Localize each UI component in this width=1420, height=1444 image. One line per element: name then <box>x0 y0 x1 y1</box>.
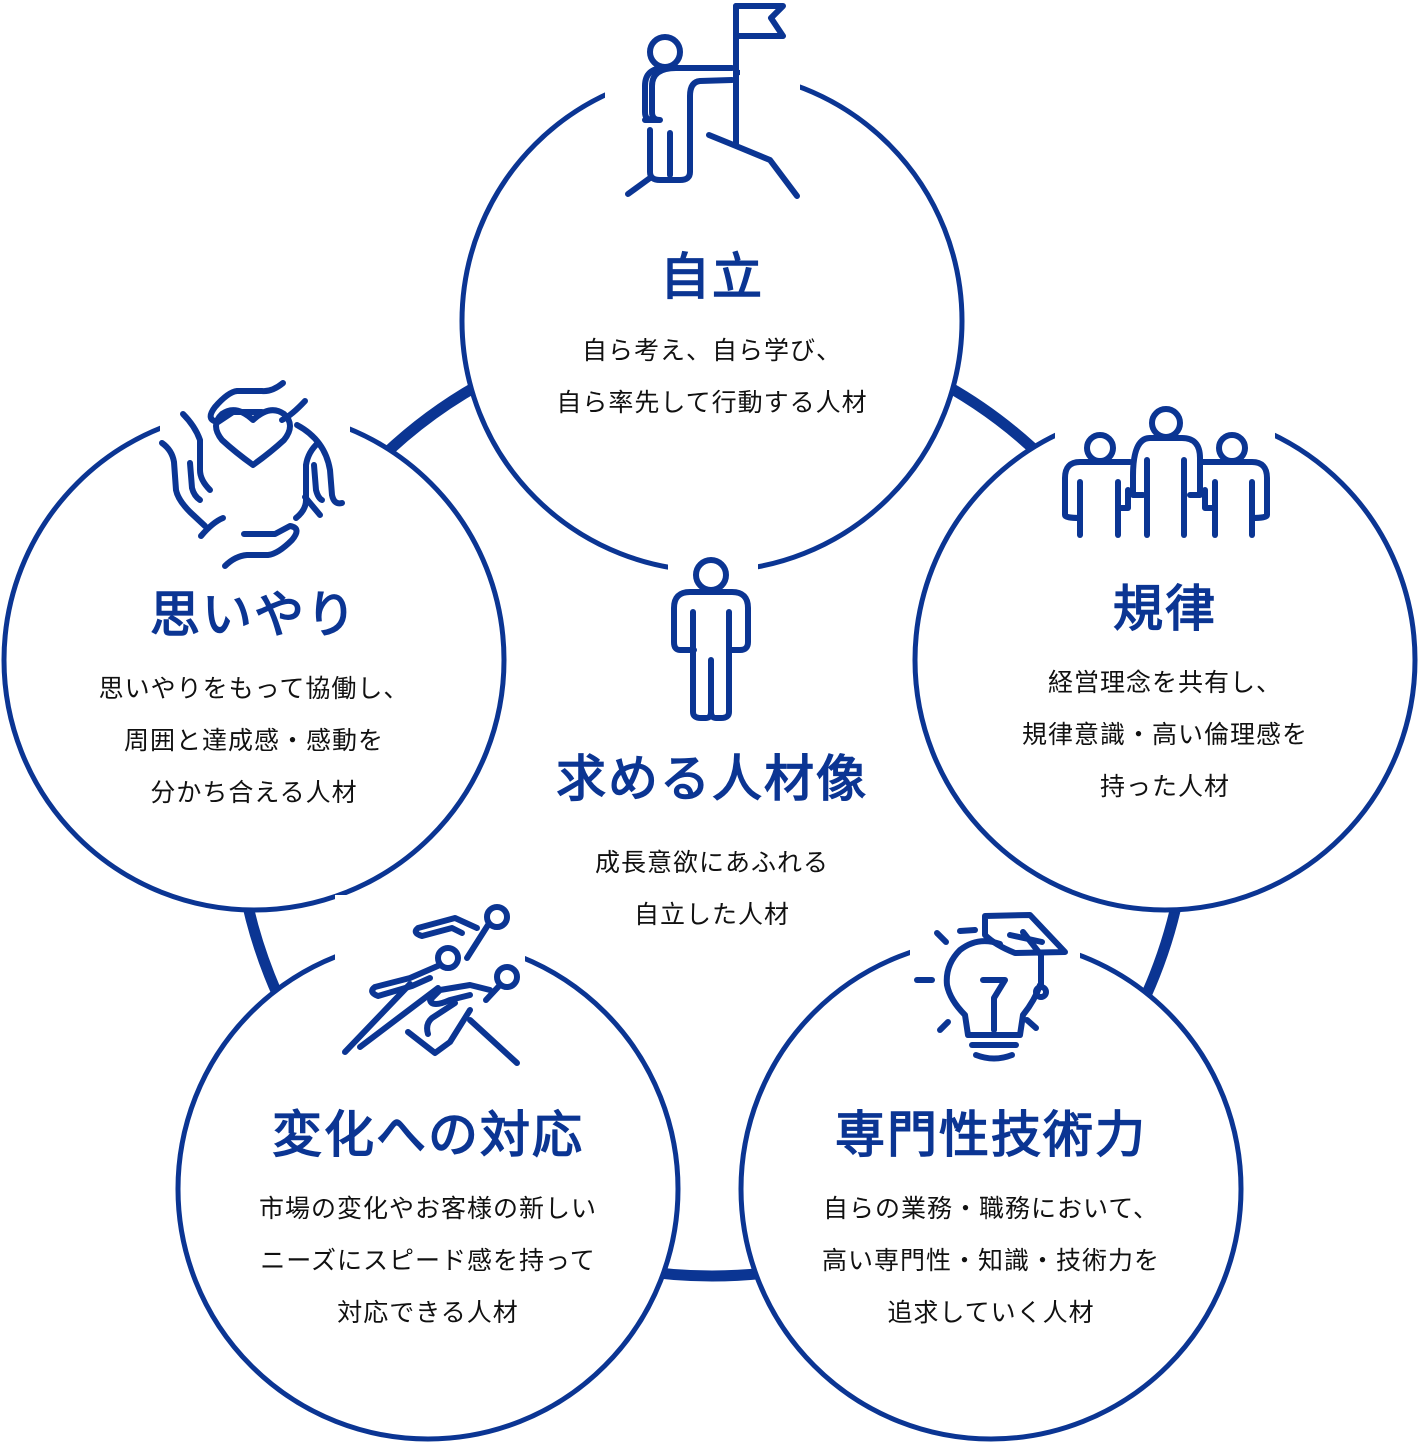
lightbulb-graduation-cap-icon <box>910 905 1080 1065</box>
hands-heart-icon <box>159 380 350 570</box>
center-title: 求める人材像 <box>556 750 868 808</box>
circle-title: 規律 <box>1113 580 1217 638</box>
description-line: 成長意欲にあふれる <box>594 848 829 877</box>
circle-senmonsei-text: 専門性技術力 自らの業務・職務において、 高い専門性・知識・技術力を 追求してい… <box>766 1108 1216 1339</box>
description-line: 分かち合える人材 <box>150 778 358 807</box>
circle-title: 思いやり <box>150 586 358 644</box>
circle-description: 思いやりをもって協働し、 周囲と達成感・感動を 分かち合える人材 <box>29 663 479 819</box>
description-line: 自立した人材 <box>633 900 790 929</box>
circle-description: 自ら考え、自ら学び、 自ら率先して行動する人材 <box>487 325 937 429</box>
person-standing-icon <box>668 553 758 723</box>
circle-description: 経営理念を共有し、 規律意識・高い倫理感を 持った人材 <box>940 657 1390 813</box>
description-line: 高い専門性・知識・技術力を <box>821 1246 1160 1275</box>
center-description: 成長意欲にあふれる 自立した人材 <box>487 837 937 941</box>
circle-title: 専門性技術力 <box>835 1106 1147 1164</box>
circle-henka-text: 変化への対応 市場の変化やお客様の新しい ニーズにスピード感を持って 対応できる… <box>203 1108 653 1339</box>
center-text: 求める人材像 成長意欲にあふれる 自立した人材 <box>487 752 937 941</box>
description-line: ニーズにスピード感を持って <box>260 1246 596 1275</box>
description-line: 自らの業務・職務において、 <box>822 1194 1159 1223</box>
description-line: 自ら率先して行動する人材 <box>556 388 868 417</box>
circle-title: 自立 <box>660 248 764 306</box>
description-line: 思いやりをもって協働し、 <box>98 674 410 703</box>
circle-jiritsu-text: 自立 自ら考え、自ら学び、 自ら率先して行動する人材 <box>487 250 937 429</box>
description-line: 経営理念を共有し、 <box>1047 668 1282 697</box>
running-people-icon <box>335 895 525 1085</box>
person-with-flag-icon <box>605 3 800 200</box>
circle-kiritsu-text: 規律 経営理念を共有し、 規律意識・高い倫理感を 持った人材 <box>940 582 1390 813</box>
description-line: 持った人材 <box>1099 772 1230 801</box>
circle-description: 市場の変化やお客様の新しい ニーズにスピード感を持って 対応できる人材 <box>203 1183 653 1339</box>
description-line: 自ら考え、自ら学び、 <box>581 336 842 365</box>
circle-title: 変化への対応 <box>272 1106 584 1164</box>
circle-description: 自らの業務・職務において、 高い専門性・知識・技術力を 追求していく人材 <box>766 1183 1216 1339</box>
description-line: 対応できる人材 <box>337 1298 519 1327</box>
description-line: 追求していく人材 <box>887 1298 1095 1327</box>
description-line: 規律意識・高い倫理感を <box>1021 720 1308 749</box>
description-line: 市場の変化やお客様の新しい <box>258 1194 597 1223</box>
group-of-people-icon <box>1055 400 1275 540</box>
description-line: 周囲と達成感・感動を <box>123 726 384 755</box>
circle-omoiyari-text: 思いやり 思いやりをもって協働し、 周囲と達成感・感動を 分かち合える人材 <box>29 588 479 819</box>
